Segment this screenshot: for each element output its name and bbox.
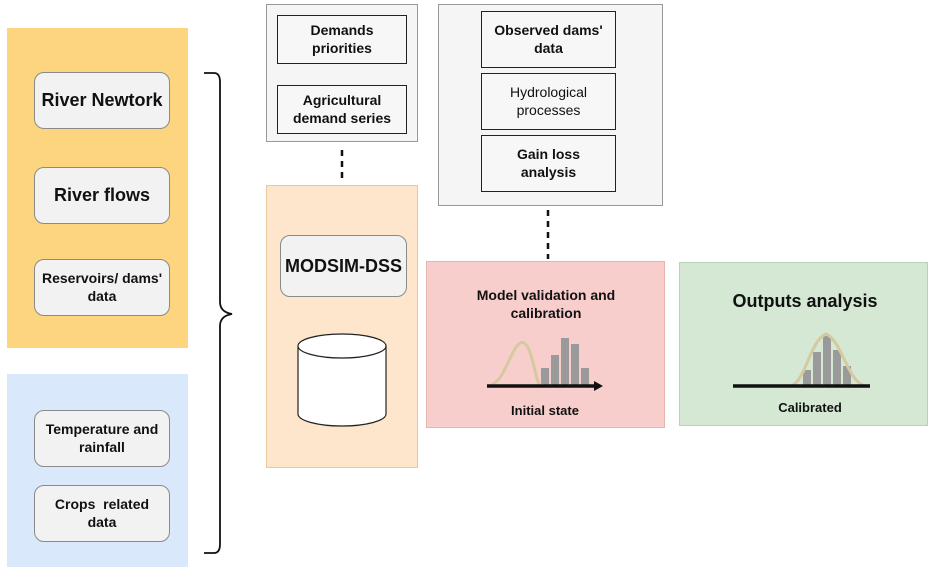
observed-dams-data-box: Observed dams' data bbox=[481, 11, 616, 68]
outputs-histogram-icon bbox=[733, 332, 870, 388]
hist-bar bbox=[813, 352, 821, 386]
outputs-caption: Calibrated bbox=[778, 400, 842, 415]
hist-bar bbox=[581, 368, 589, 386]
hist-bar bbox=[571, 344, 579, 386]
inputs-brace bbox=[204, 72, 233, 554]
temperature-rainfall-box: Temperature and rainfall bbox=[34, 410, 170, 467]
hist-bar bbox=[803, 370, 811, 386]
modsim-dss-box: MODSIM-DSS bbox=[280, 235, 407, 297]
hist-bar bbox=[843, 366, 851, 386]
hist-bar bbox=[541, 368, 549, 386]
demands-priorities-box: Demands priorities bbox=[277, 15, 407, 64]
database-cylinder-icon bbox=[297, 333, 387, 427]
validation-title: Model validation and calibration bbox=[476, 287, 616, 322]
arrow-head bbox=[594, 381, 603, 391]
distribution-curve bbox=[789, 332, 867, 388]
validation-caption: Initial state bbox=[511, 403, 579, 418]
validation-panel bbox=[426, 261, 665, 428]
river-flows-box: River flows bbox=[34, 167, 170, 224]
validation-histogram-icon bbox=[487, 338, 603, 391]
hist-bar bbox=[551, 355, 559, 386]
hist-bar bbox=[833, 350, 841, 386]
hydrological-processes-box: Hydrological processes bbox=[481, 73, 616, 130]
reservoirs-dams-data-box: Reservoirs/ dams' data bbox=[34, 259, 170, 316]
agricultural-demand-series-box: Agricultural demand series bbox=[277, 85, 407, 134]
outputs-panel bbox=[679, 262, 928, 426]
hist-bar bbox=[561, 338, 569, 386]
crops-related-data-box: Crops related data bbox=[34, 485, 170, 542]
outputs-title: Outputs analysis bbox=[732, 291, 878, 311]
river-network-box: River Newtork bbox=[34, 72, 170, 129]
distribution-curve bbox=[491, 341, 549, 388]
gain-loss-analysis-box: Gain loss analysis bbox=[481, 135, 616, 192]
hist-bar bbox=[823, 336, 831, 386]
